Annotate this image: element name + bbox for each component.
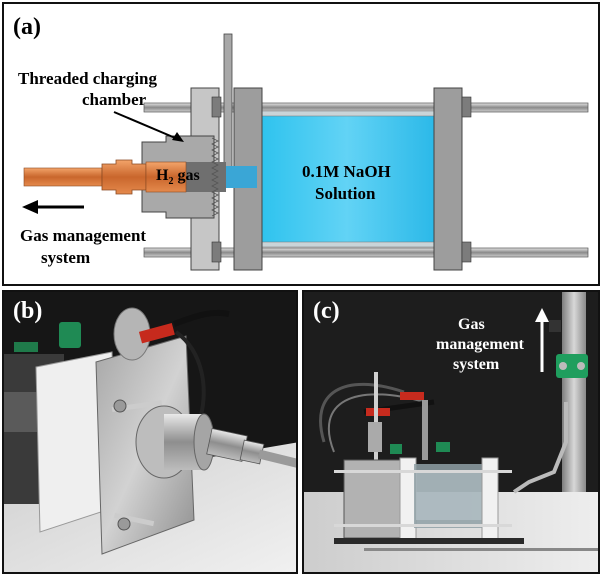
chamber-label-line2: chamber (82, 90, 147, 109)
panel-c-letter: (c) (313, 298, 340, 324)
panel-a-schematic: (a) Threaded charging chamber H2 gas 0.1… (2, 2, 600, 286)
solution-cylinder (257, 114, 437, 244)
chamber-arrow (113, 111, 181, 141)
panel-a-letter: (a) (13, 14, 41, 40)
gas-label-line3: system (453, 356, 500, 373)
right-plate (433, 87, 463, 271)
tie-rod-bottom (143, 247, 589, 258)
chamber-label-line1: Threaded charging (18, 69, 158, 88)
solution-label-line2: Solution (315, 184, 376, 203)
panel-b-photo: (b) (2, 290, 298, 574)
gas-label: H2 gas (156, 167, 200, 188)
gas-label-line2: management (436, 336, 524, 353)
copper-tube (23, 167, 103, 187)
photo-full-setup (304, 292, 598, 572)
panel-c-photo: (c) Gas management system (302, 290, 600, 574)
cell-schematic (22, 33, 589, 271)
photo-cell-closeup (4, 292, 296, 572)
gas-mgmt-line2: system (41, 248, 91, 267)
gas-label-line1: Gas (458, 316, 485, 333)
gas-mgmt-line1: Gas management (20, 226, 147, 245)
gas-line-pole (562, 292, 586, 492)
fitting (101, 159, 147, 195)
electrode-strip (223, 33, 233, 185)
solution-label-line1: 0.1M NaOH (302, 162, 391, 181)
panel-b-letter: (b) (13, 298, 43, 324)
